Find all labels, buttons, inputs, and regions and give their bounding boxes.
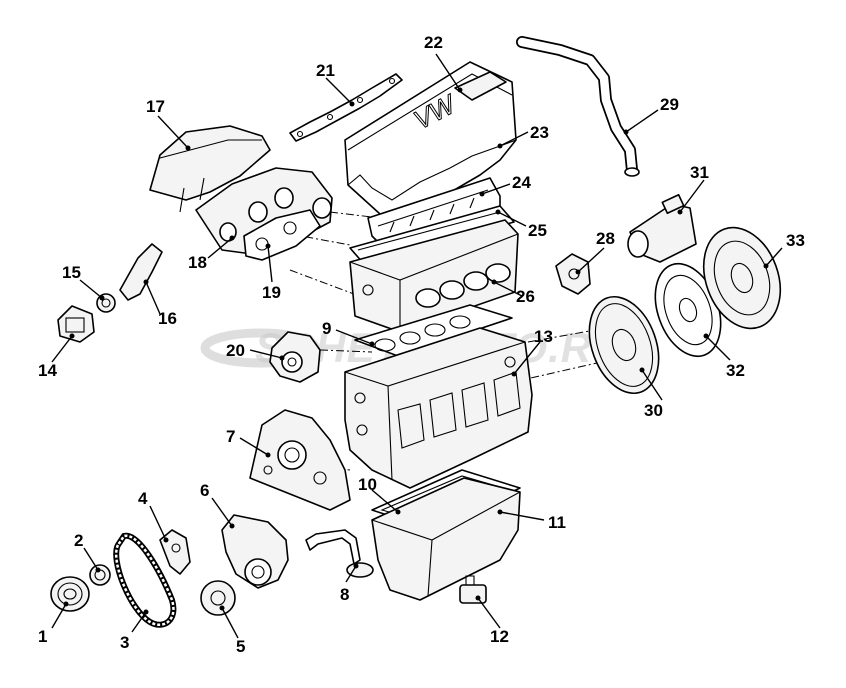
part-28-sender <box>555 253 591 295</box>
part-12-sensor <box>459 575 487 604</box>
part-31-starter <box>627 193 697 263</box>
callout-4: 4 <box>138 489 148 508</box>
part-7-front-cover <box>249 409 351 511</box>
part-19-exhaust-gasket <box>243 209 321 261</box>
callout-13: 13 <box>534 327 553 346</box>
part-16-bracket <box>119 243 163 301</box>
callout-23: 23 <box>530 123 549 142</box>
callout-5: 5 <box>236 637 245 656</box>
callout-1: 1 <box>38 627 47 646</box>
part-1-crank-pulley <box>50 576 90 612</box>
callout-16: 16 <box>158 309 177 328</box>
part-22-valve-cover: VW <box>344 61 517 221</box>
callout-11: 11 <box>548 513 566 532</box>
part-33-pressure-plate <box>702 226 782 330</box>
part-17-heat-shield <box>149 125 271 213</box>
callout-19: 19 <box>262 283 281 302</box>
part-14-mount <box>57 305 95 343</box>
part-29-breather-hose <box>516 36 640 177</box>
callout-29: 29 <box>660 95 679 114</box>
part-6-water-pump <box>221 514 289 589</box>
callout-28: 28 <box>596 229 615 248</box>
callout-30: 30 <box>644 401 663 420</box>
callout-7: 7 <box>226 427 235 446</box>
part-9-head-gasket <box>354 304 513 357</box>
callout-32: 32 <box>726 361 745 380</box>
callout-9: 9 <box>322 319 331 338</box>
callout-31: 31 <box>690 163 709 182</box>
callout-24: 24 <box>512 173 531 192</box>
part-21-gasket-strip <box>289 73 403 142</box>
callout-17: 17 <box>146 97 165 116</box>
part-11-oil-pan <box>371 477 521 601</box>
part-2-idler <box>89 564 111 586</box>
callout-26: 26 <box>516 287 535 306</box>
callout-labels: 1 2 3 4 5 6 7 8 9 10 11 12 13 14 15 16 1… <box>38 33 805 656</box>
part-20-thermo-housing <box>269 331 321 383</box>
part-3-timing-belt <box>113 532 177 628</box>
part-8-oil-pickup <box>305 529 374 578</box>
leader-lines <box>51 53 783 639</box>
callout-2: 2 <box>74 531 83 550</box>
callout-20: 20 <box>226 341 245 360</box>
part-5-pulley <box>200 580 236 616</box>
callout-33: 33 <box>786 231 805 250</box>
part-26-cylinder-head <box>349 219 519 333</box>
callout-3: 3 <box>120 633 129 652</box>
callout-14: 14 <box>38 361 57 380</box>
callout-6: 6 <box>200 481 209 500</box>
callout-21: 21 <box>316 61 335 80</box>
callout-12: 12 <box>490 627 509 646</box>
callout-10: 10 <box>358 475 377 494</box>
callout-15: 15 <box>62 263 81 282</box>
callout-8: 8 <box>340 585 349 604</box>
part-13-engine-block <box>344 327 533 489</box>
callout-18: 18 <box>188 253 207 272</box>
callout-22: 22 <box>424 33 443 52</box>
callout-25: 25 <box>528 221 547 240</box>
